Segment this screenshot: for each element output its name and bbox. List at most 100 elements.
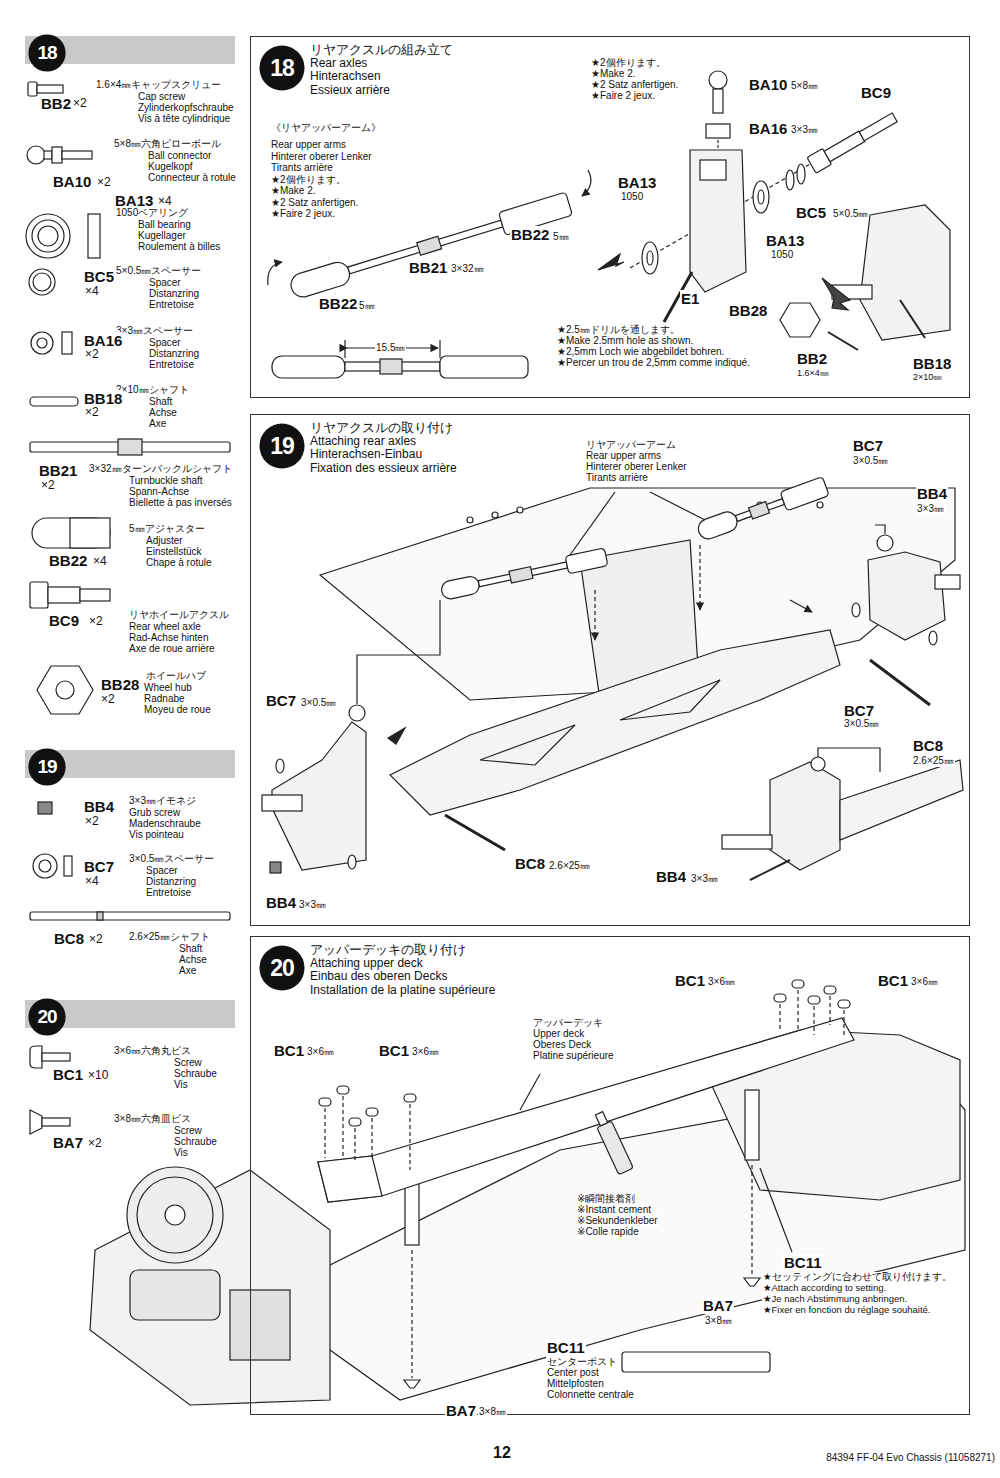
part-code: BA13	[617, 174, 657, 191]
label-text: リヤホイールアクスル	[128, 609, 230, 621]
rear-chassis-art-g-rect	[440, 575, 481, 601]
label-text: 3×8㎜六角皿ビス	[113, 1113, 192, 1125]
part-icon-circle	[39, 860, 51, 872]
upper-deck-art-rect	[808, 996, 820, 1004]
part-icon-rect	[37, 85, 63, 93]
step-number: 19	[259, 423, 305, 469]
label-text: ×4	[92, 555, 108, 569]
label-text: Axe	[178, 965, 197, 977]
part-code: BB28	[728, 302, 768, 319]
label-text: ★Make 2.	[590, 68, 637, 80]
part-icon-circle	[37, 338, 47, 348]
upper-deck-art-line	[520, 1074, 540, 1110]
upper-deck-art-line	[813, 1006, 814, 1035]
rear-chassis-art-ellipse	[852, 603, 860, 617]
upper-deck-art-circle	[137, 1177, 213, 1253]
upper-deck-art-line	[411, 1250, 412, 1378]
label-text: 3×6㎜	[306, 1046, 335, 1058]
part-icon	[26, 82, 230, 1134]
rear-axle-art-line	[630, 118, 890, 268]
label-text: Screw	[173, 1125, 203, 1137]
label-text: ※Instant cement	[576, 1204, 652, 1216]
part-icon-circle	[33, 854, 57, 878]
circle-shape	[259, 945, 304, 990]
label-text: 1050	[620, 191, 644, 203]
label-text: ★Attach according to setting.	[762, 1283, 887, 1294]
label-text: ★Fixer en fonction du réglage souhaité.	[762, 1305, 931, 1316]
label-text: Center post	[546, 1367, 600, 1379]
rear-axle-art-rect	[713, 89, 723, 113]
part-code: E1	[680, 290, 700, 307]
part-code: BC1	[52, 1066, 84, 1083]
step-number-circle: 19	[259, 423, 305, 469]
label-text: Tirants arrière	[270, 162, 334, 174]
rear-chassis-art-polygon	[620, 680, 720, 720]
upper-deck-art-line	[409, 1104, 410, 1170]
label-text: Adjuster	[145, 535, 184, 547]
label-text: Rear upper arms	[270, 139, 347, 151]
step-number-circle: 19	[28, 748, 66, 786]
rear-chassis-art-g-rect	[780, 477, 829, 511]
upper-deck-art-g	[592, 1110, 634, 1175]
label-text: 2×10㎜シャフト	[115, 384, 190, 396]
rear-chassis-art-g-rect	[509, 567, 533, 583]
upper-deck-art-polygon	[318, 1156, 382, 1202]
label-text: Mittelpfosten	[546, 1378, 605, 1390]
rear-axle-art-rect	[706, 124, 730, 138]
label-text: ×2	[84, 406, 100, 420]
step-title: Fixation des essieux arrière	[309, 462, 458, 476]
rear-chassis-art-line	[699, 545, 700, 610]
part-code: BA13	[765, 232, 805, 249]
upper-deck-art-line	[324, 1108, 325, 1158]
label-text: Distanzring	[145, 876, 197, 888]
label-text: Entretoise	[148, 299, 195, 311]
label-text: リヤアッパーアーム	[585, 439, 677, 451]
rear-axle-art-ellipse	[758, 190, 764, 204]
upper-deck-art-line	[797, 990, 798, 1030]
label-text: 3×3㎜	[690, 873, 719, 885]
rear-axle-art-ellipse	[647, 251, 653, 265]
upper-deck-art-rect	[774, 994, 786, 1002]
part-code: BC11	[546, 1339, 586, 1356]
part-icon-rect	[48, 587, 80, 603]
label-text: Shaft	[178, 943, 203, 955]
label-text: 2×10㎜	[912, 372, 943, 382]
part-code: BC9	[860, 84, 892, 101]
label-text: 1050ベアリング	[115, 207, 189, 219]
label-text: Upper deck	[532, 1028, 585, 1040]
upper-deck-art-rect	[319, 1098, 331, 1106]
part-code: BB21	[408, 259, 448, 276]
label-text: Vis	[173, 1079, 189, 1091]
label-text: ★セッティングに合わせて取り付けます。	[762, 1272, 953, 1283]
upper-deck-art-line	[371, 1118, 372, 1160]
upper-deck-art-rect	[404, 1094, 416, 1102]
label-text: ※Sekundenkleber	[576, 1215, 659, 1227]
turnbuckle-art-rect	[440, 356, 528, 378]
part-icon-rect	[62, 151, 92, 159]
rear-axle-art-polygon	[780, 303, 820, 337]
rear-chassis-art-ellipse	[276, 759, 284, 773]
upper-deck-art-polygon	[404, 1380, 420, 1388]
step-number: 18	[259, 45, 305, 91]
part-icon-circle	[32, 220, 64, 252]
rear-chassis-art-line	[570, 492, 615, 555]
label-text: 3×3㎜スペーサー	[115, 325, 194, 337]
turnbuckle-art-path	[582, 170, 591, 196]
rear-axle-art-ellipse	[642, 242, 658, 274]
label-text: Distanzring	[148, 348, 200, 360]
upper-deck-art-polygon	[744, 1278, 760, 1286]
label-text: Entretoise	[145, 887, 192, 899]
label-text: ※瞬間接着剤	[576, 1193, 636, 1205]
rear-axle-art-line	[717, 140, 718, 150]
rear-chassis-art-polygon	[770, 762, 840, 870]
label-text: アッパーデッキ	[532, 1017, 604, 1029]
label-text: Biellette à pas inversés	[128, 497, 233, 509]
label-text: 3×32㎜ターンバックルシャフト	[88, 463, 233, 475]
part-code: BA10	[52, 173, 92, 190]
part-icon-rect	[64, 856, 72, 876]
label-text: 1.6×4㎜キャップスクリュー	[95, 79, 222, 91]
upper-deck-art-line	[779, 1004, 780, 1030]
label-text: Einstellstück	[145, 546, 203, 558]
label-text: 5×0.5㎜	[832, 208, 869, 220]
part-icon-rect	[30, 582, 48, 608]
